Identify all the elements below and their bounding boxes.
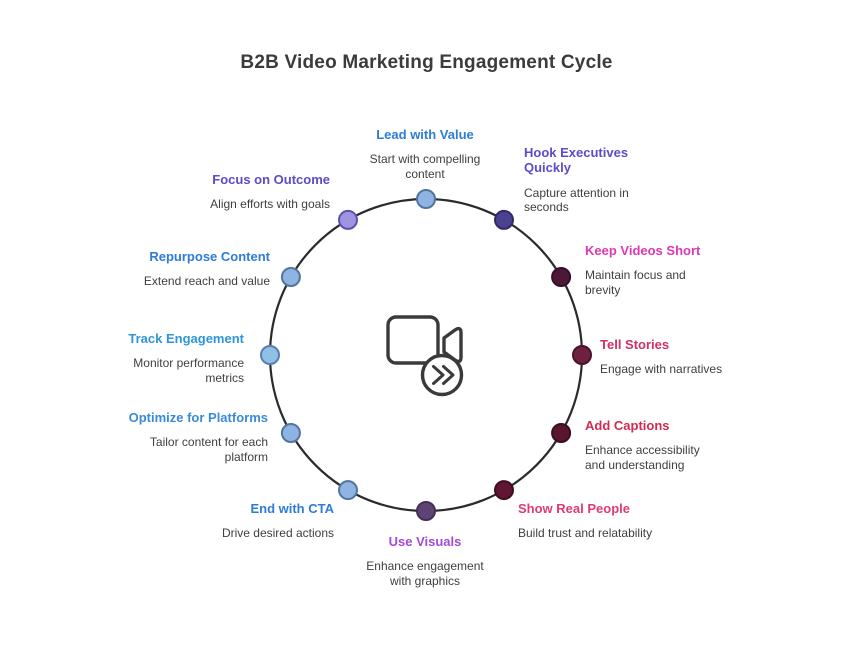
step-title: Add Captions xyxy=(585,418,670,433)
step-description: Engage with narratives xyxy=(600,362,723,377)
step-node-end-with-cta xyxy=(338,480,358,501)
step-description: Extend reach and value xyxy=(143,274,270,289)
step-description: Build trust and relatability xyxy=(518,526,653,541)
step-node-hook-executives-quickly xyxy=(494,209,514,230)
step-description: Maintain focus and brevity xyxy=(585,268,686,297)
cycle-circle xyxy=(268,197,584,513)
step-title: Repurpose Content xyxy=(149,249,270,264)
step-node-focus-on-outcome xyxy=(338,209,358,230)
step-description: Start with compelling content xyxy=(369,152,481,181)
step-description: Enhance engagement with graphics xyxy=(366,559,484,588)
step-node-use-visuals xyxy=(416,501,436,521)
camera-body xyxy=(386,315,440,365)
step-node-repurpose-content xyxy=(280,267,301,287)
step-title: Track Engagement xyxy=(128,331,244,346)
video-camera-icon xyxy=(386,315,464,397)
step-title: Optimize for Platforms xyxy=(128,410,268,425)
step-node-track-engagement xyxy=(260,345,280,365)
step-description: Drive desired actions xyxy=(221,526,334,541)
cycle-nodes xyxy=(260,189,592,521)
step-node-keep-videos-short xyxy=(551,267,572,287)
step-title: Keep Videos Short xyxy=(585,243,701,258)
step-title: Use Visuals xyxy=(388,534,462,549)
step-title: Show Real People xyxy=(518,501,630,516)
page-title: B2B Video Marketing Engagement Cycle xyxy=(240,52,613,73)
step-node-add-captions xyxy=(551,423,572,443)
step-title: Lead with Value xyxy=(376,127,474,142)
step-title: Hook Executives Quickly xyxy=(524,145,629,176)
step-title: Focus on Outcome xyxy=(212,172,330,187)
step-description: Tailor content for each platform xyxy=(149,435,268,464)
step-node-show-real-people xyxy=(494,480,514,501)
step-description: Capture attention in seconds xyxy=(524,185,629,215)
step-node-tell-stories xyxy=(572,345,592,365)
step-title: End with CTA xyxy=(250,501,334,516)
step-end-with-cta: End with CTA Drive desired actions xyxy=(174,501,334,541)
step-description: Enhance accessibility and understanding xyxy=(585,443,700,472)
step-description: Monitor performance metrics xyxy=(133,356,244,385)
step-description: Align efforts with goals xyxy=(210,197,330,212)
step-title: Tell Stories xyxy=(600,337,670,352)
fast-forward-icon xyxy=(432,365,455,385)
step-node-lead-with-value xyxy=(416,189,436,209)
step-node-optimize-for-platforms xyxy=(280,423,301,443)
